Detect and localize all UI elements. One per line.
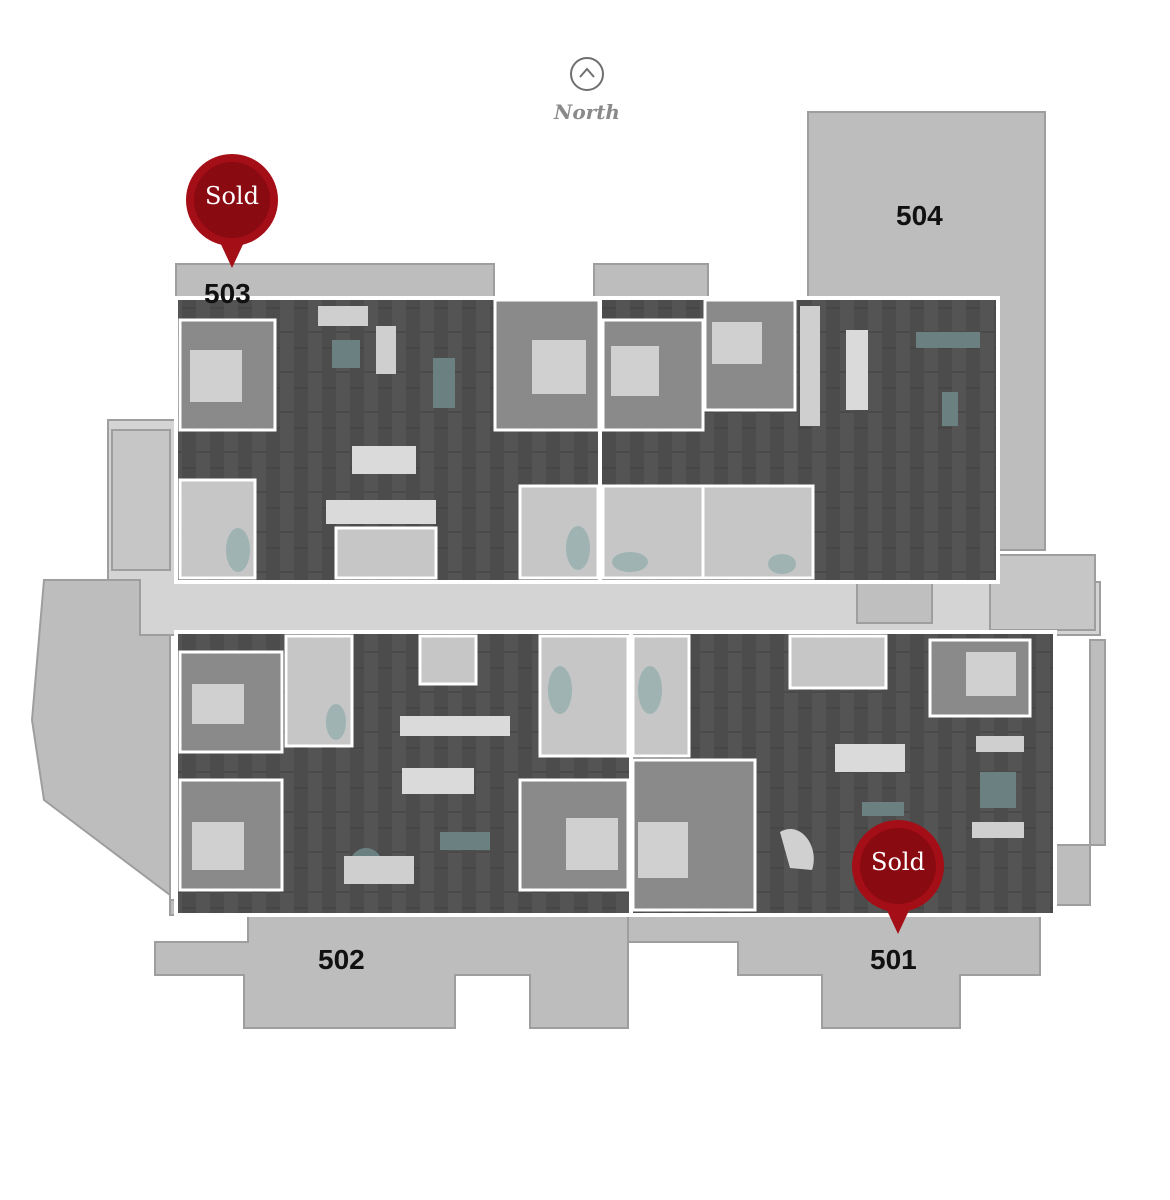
stair-east [989,554,1096,631]
unit-501-interior [629,630,1057,917]
unit-502-interior [174,630,633,917]
sold-marker-501[interactable]: Sold [848,820,948,938]
stair-west [111,429,171,571]
unit-label-501[interactable]: 501 [870,944,917,975]
map-pin-icon [186,154,278,268]
unit-label-502[interactable]: 502 [318,944,365,975]
unit-503-interior [174,296,602,584]
north-label: North [554,100,620,124]
north-compass: North [552,56,622,124]
unit-504-interior [598,296,1000,584]
sold-marker-503[interactable]: Sold [182,154,282,272]
sold-label: Sold [205,182,259,210]
map-pin-icon [852,820,944,934]
unit-label-504[interactable]: 504 [896,200,943,231]
sold-label: Sold [871,848,925,876]
chevron-up-circle-icon [570,57,604,91]
unit-label-503[interactable]: 503 [204,278,251,309]
